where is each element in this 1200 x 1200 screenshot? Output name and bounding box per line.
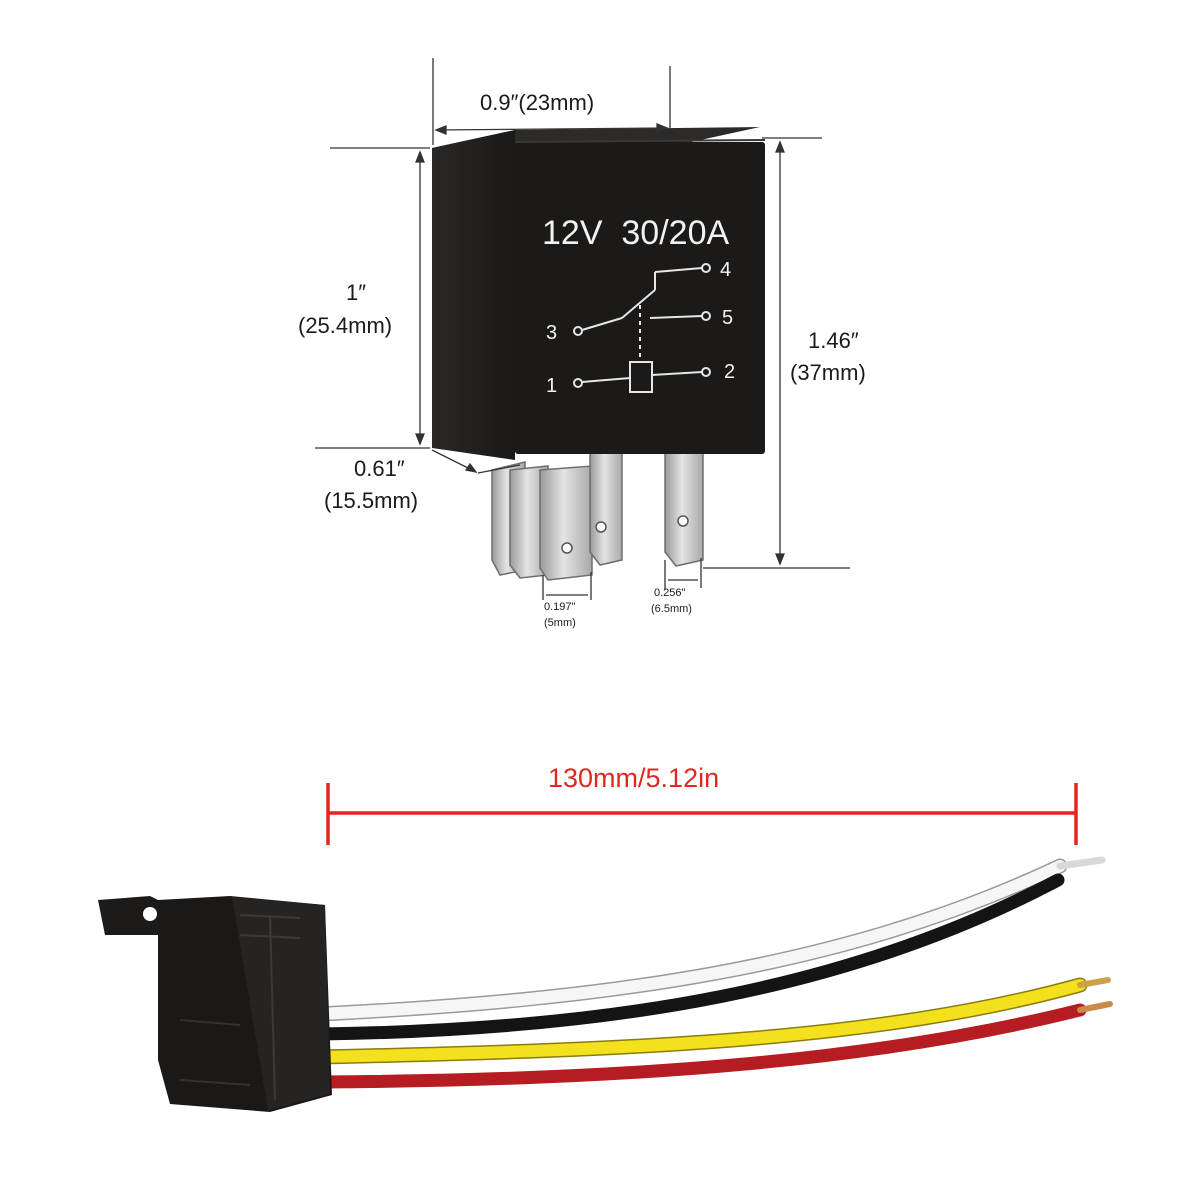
dim-depth-in: 0.61″ [354, 456, 405, 481]
relay-pins [491, 445, 704, 581]
dim-total-height-mm: (37mm) [790, 360, 866, 385]
pin-label-2: 2 [724, 361, 735, 383]
dimension-lines [315, 58, 850, 600]
pin-label-1: 1 [546, 375, 557, 397]
relay-side-face [432, 130, 515, 460]
wire-black [313, 873, 1065, 1041]
length-label: 130mm/5.12in [548, 763, 719, 793]
dim-pin-large-in: 0.256" [654, 587, 686, 599]
length-measure [326, 783, 1078, 845]
dim-pin-small-mm: (5mm) [544, 617, 576, 629]
relay: 12V 30/20A 4 3 5 1 2 [432, 127, 766, 581]
dim-pin-large-mm: (6.5mm) [651, 603, 692, 615]
dim-pin-small-in: 0.197" [544, 601, 576, 613]
pin-label-4: 4 [720, 259, 731, 281]
dim-total-height-in: 1.46″ [808, 328, 859, 353]
dim-width-label: 0.9″(23mm) [480, 90, 594, 115]
dim-height-mm: (25.4mm) [298, 313, 392, 338]
relay-rating-label: 12V 30/20A [542, 214, 729, 252]
wires [312, 856, 1113, 1089]
pin-label-3: 3 [546, 322, 557, 344]
relay-front-face [515, 142, 765, 454]
pin-label-5: 5 [722, 307, 733, 329]
socket-mounting-tab [98, 896, 170, 935]
dim-height-in: 1″ [346, 280, 366, 305]
dim-depth-mm: (15.5mm) [324, 488, 418, 513]
wire-red [313, 1003, 1087, 1089]
relay-socket [98, 896, 332, 1112]
relay-schematic [573, 263, 711, 393]
wire-white [312, 858, 1068, 1022]
